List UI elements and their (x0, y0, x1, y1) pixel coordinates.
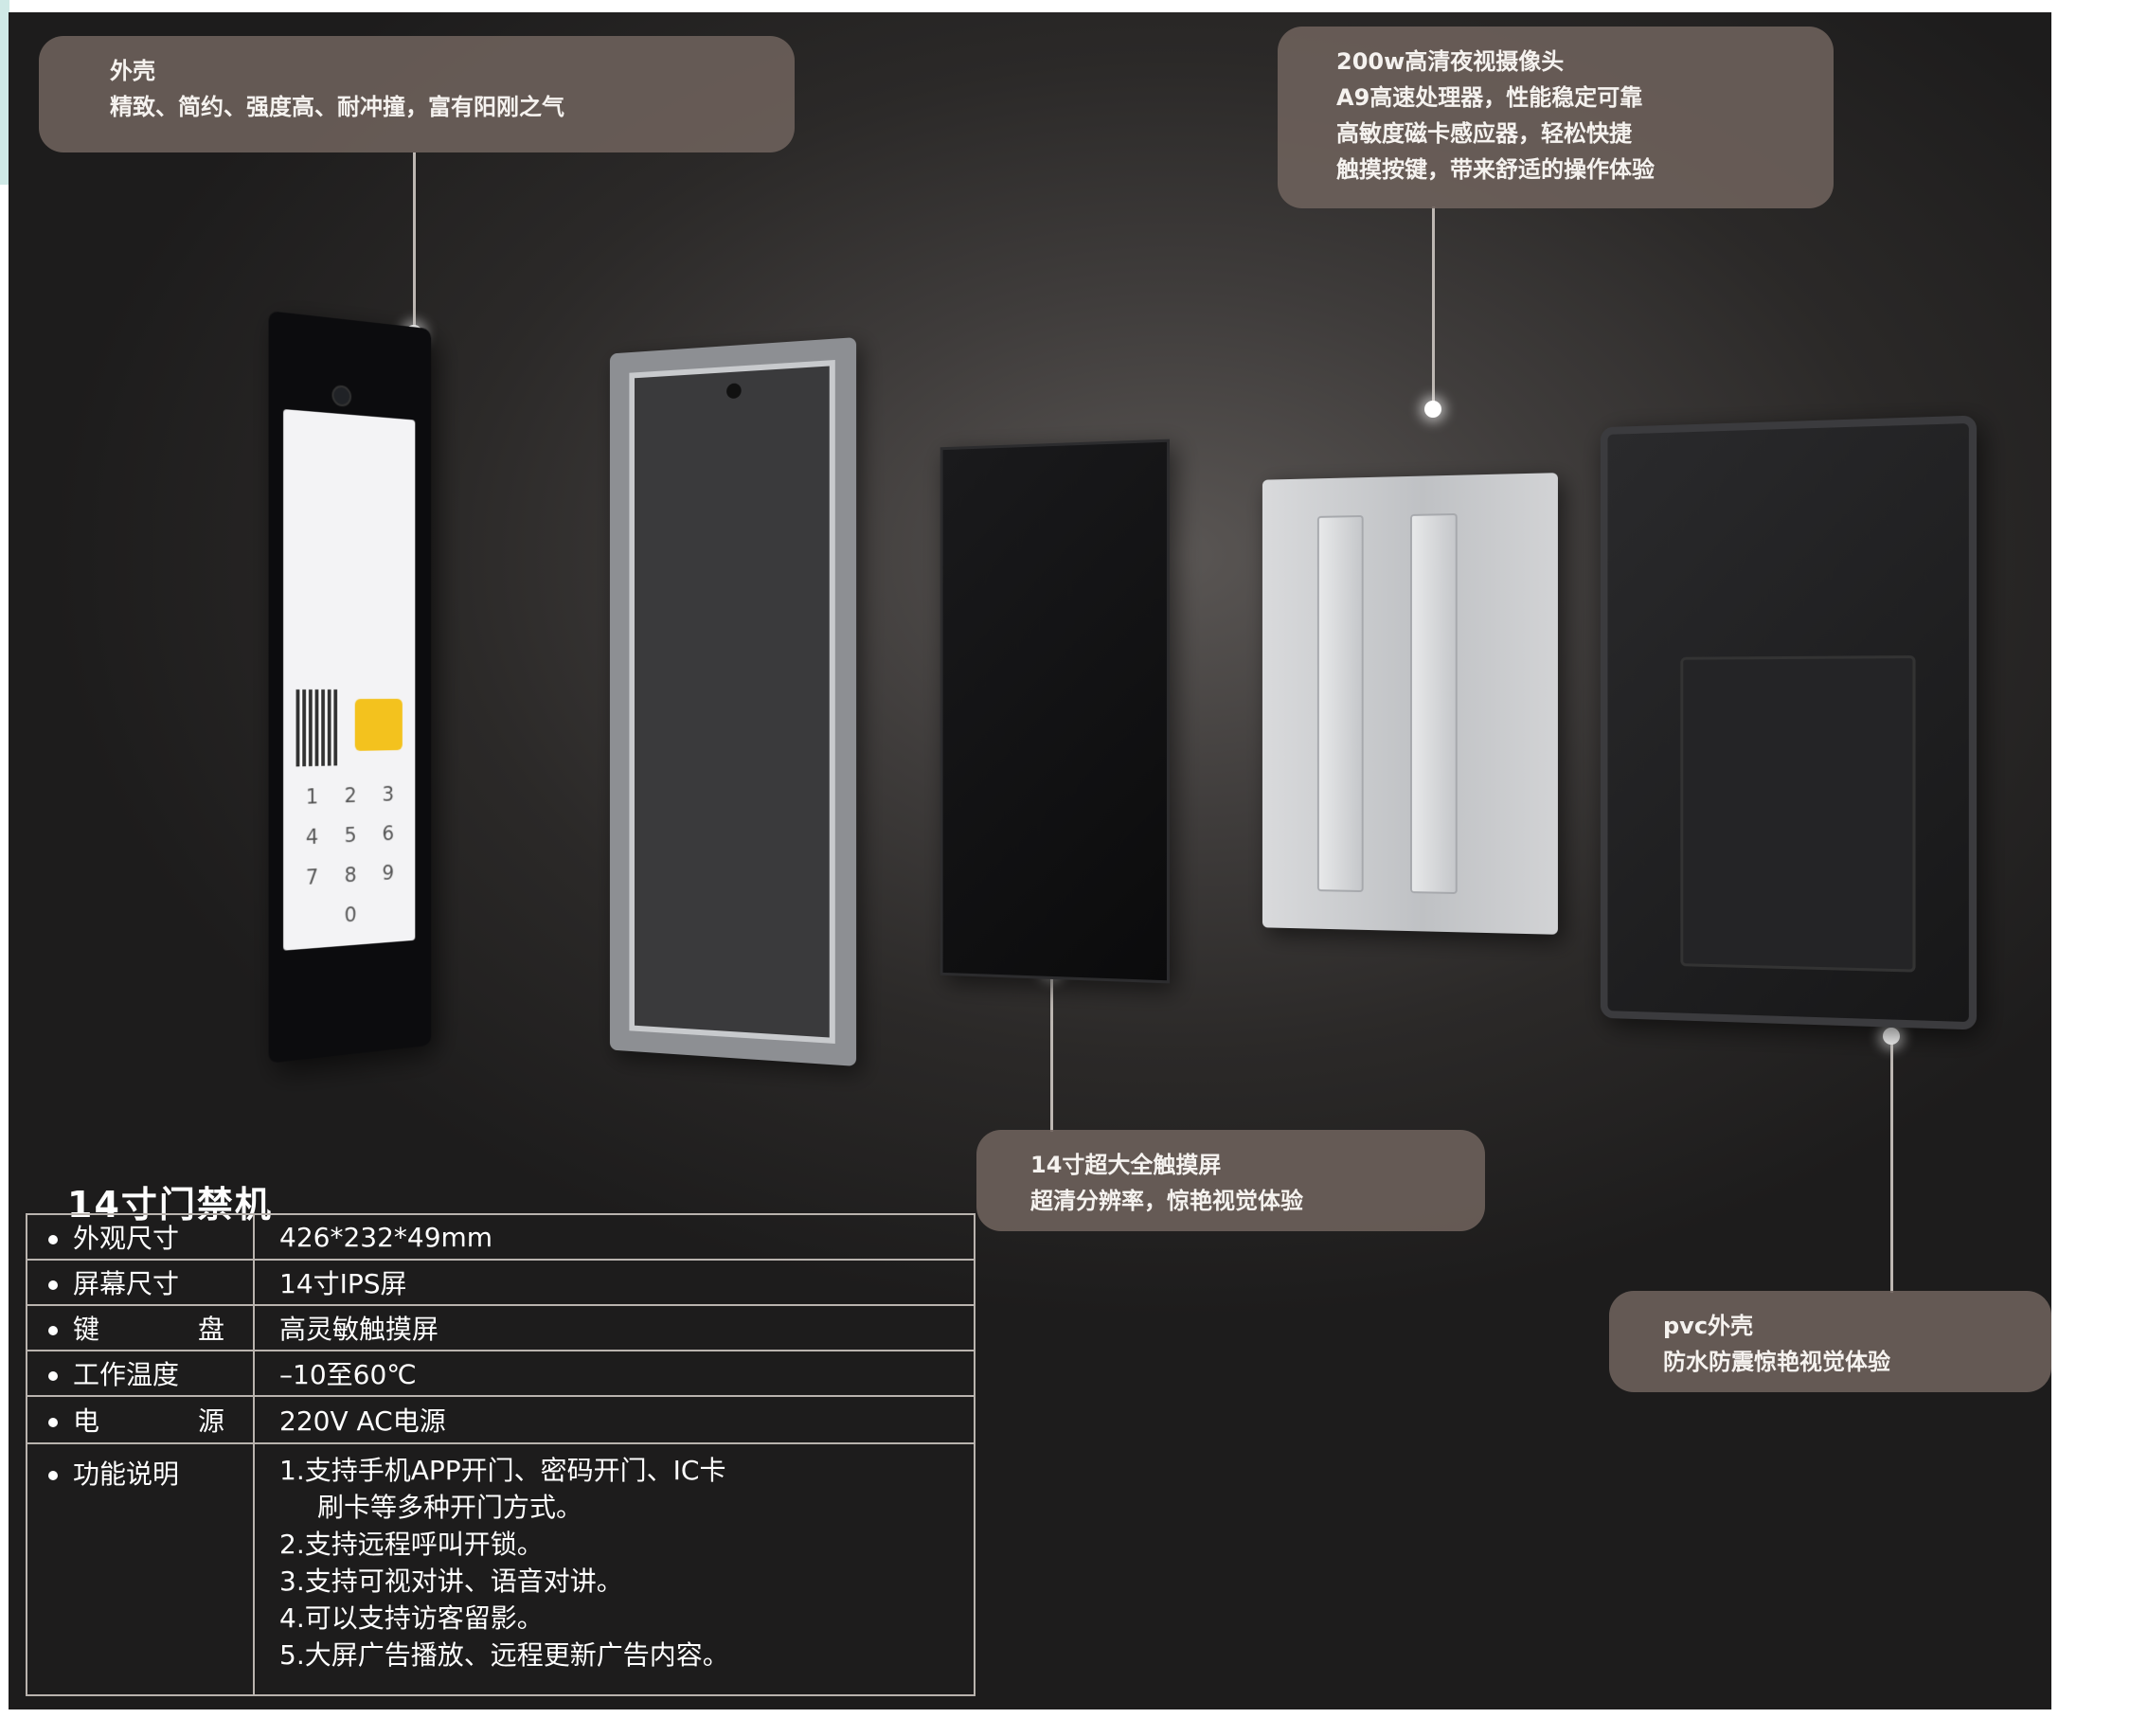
processor-callout-line: A9高速处理器，性能稳定可靠 (1336, 84, 1643, 111)
camera-connector-line (1432, 206, 1435, 405)
spec-row-functions: 功能说明 1.支持手机APP开门、密码开门、IC卡 刷卡等多种开门方式。 2.支… (26, 1442, 976, 1696)
function-item-continued: 刷卡等多种开门方式。 (317, 1492, 583, 1523)
keypad-key: 4 (305, 825, 319, 850)
screen-callout: 14寸超大全触摸屏 超清分辨率，惊艳视觉体验 (976, 1130, 1485, 1231)
keypad-key: 7 (305, 865, 319, 890)
plate-slot-left (1316, 514, 1364, 893)
lcd-screen-image (940, 438, 1171, 984)
bullet-icon (48, 1471, 58, 1480)
screen-callout-text: 超清分辨率，惊艳视觉体验 (1030, 1188, 1303, 1214)
pvc-callout-title: pvc外壳 (1663, 1313, 1754, 1339)
keypad-key: 1 (305, 785, 319, 810)
shell-connector-line (413, 152, 416, 332)
function-list: 1.支持手机APP开门、密码开门、IC卡 刷卡等多种开门方式。 2.支持远程呼叫… (253, 1442, 976, 1696)
pvc-callout-text: 防水防震惊艳视觉体验 (1663, 1349, 1890, 1375)
frame-camera-hole (726, 383, 742, 400)
screen-keypad: 1 2 3 4 5 6 7 8 9 0 (293, 782, 407, 940)
pvc-callout: pvc外壳 防水防震惊艳视觉体验 (1609, 1291, 2051, 1392)
keypad-key (293, 904, 331, 940)
spec-value: 14寸IPS屏 (253, 1259, 976, 1306)
spec-value: –10至60℃ (253, 1350, 976, 1397)
spec-row-temperature: 工作温度 –10至60℃ (26, 1350, 976, 1397)
spec-row-size: 外观尺寸 426*232*49mm (26, 1213, 976, 1261)
back-shell-compartment (1680, 655, 1916, 973)
keypad-key (369, 900, 406, 934)
spec-label: 键盘 (73, 1314, 224, 1345)
pvc-back-shell-image (1600, 415, 1978, 1030)
spec-value: 高灵敏触摸屏 (253, 1304, 976, 1351)
mainboard-plate-image (1262, 473, 1558, 935)
front-camera-lens (331, 385, 352, 407)
front-touch-screen: 1 2 3 4 5 6 7 8 9 0 (283, 408, 416, 951)
keypad-key: 5 (344, 823, 357, 849)
bullet-icon (48, 1280, 58, 1290)
page-edge-accent (0, 0, 9, 185)
metal-frame-image (609, 337, 857, 1066)
keypad-key: 9 (382, 861, 395, 886)
shell-callout-title: 外壳 (110, 58, 155, 84)
function-item: 3.支持可视对讲、语音对讲。 (279, 1566, 623, 1597)
keypad-key: 2 (344, 783, 357, 809)
spec-row-keyboard: 键盘 高灵敏触摸屏 (26, 1304, 976, 1351)
spec-label: 外观尺寸 (73, 1223, 180, 1254)
spec-label: 屏幕尺寸 (73, 1268, 180, 1299)
spec-row-power: 电源 220V AC电源 (26, 1395, 976, 1444)
keypad-key: 3 (382, 782, 395, 807)
screen-callout-title: 14寸超大全触摸屏 (1030, 1152, 1222, 1178)
screen-connector-line (1050, 969, 1053, 1132)
function-item: 1.支持手机APP开门、密码开门、IC卡 (279, 1455, 726, 1486)
function-item: 5.大屏广告播放、远程更新广告内容。 (279, 1639, 729, 1671)
keypad-key: 8 (344, 863, 357, 888)
bullet-icon (48, 1418, 58, 1427)
front-panel-image: 1 2 3 4 5 6 7 8 9 0 (268, 311, 432, 1064)
camera-connector-dot (1424, 401, 1441, 418)
shell-callout: 外壳 精致、简约、强度高、耐冲撞，富有阳刚之气 (39, 36, 795, 152)
bullet-icon (48, 1235, 58, 1244)
pvc-connector-dot (1883, 1028, 1900, 1045)
keypad-key: 6 (382, 822, 395, 847)
spec-value: 220V AC电源 (253, 1395, 976, 1444)
card-graphic (354, 698, 403, 751)
spec-row-screen: 屏幕尺寸 14寸IPS屏 (26, 1259, 976, 1306)
pvc-connector-line (1890, 1037, 1893, 1293)
card-sensor-callout-line: 高敏度磁卡感应器，轻松快捷 (1336, 120, 1632, 147)
keypad-key: 0 (344, 903, 357, 928)
product-poster: 外壳 精致、简约、强度高、耐冲撞，富有阳刚之气 200w高清夜视摄像头 A9高速… (9, 12, 2051, 1709)
plate-slot-right (1409, 512, 1458, 895)
spec-table: 外观尺寸 426*232*49mm 屏幕尺寸 14寸IPS屏 键盘 高灵敏触摸屏… (26, 1213, 976, 1696)
qr-code-graphic (295, 689, 340, 767)
function-item: 2.支持远程呼叫开锁。 (279, 1529, 544, 1560)
shell-callout-text: 精致、简约、强度高、耐冲撞，富有阳刚之气 (110, 94, 564, 120)
bullet-icon (48, 1326, 58, 1335)
touch-key-callout-line: 触摸按键，带来舒适的操作体验 (1336, 156, 1655, 183)
spec-label: 电源 (73, 1405, 224, 1437)
camera-callout-line: 200w高清夜视摄像头 (1336, 48, 1565, 75)
spec-label: 工作温度 (73, 1359, 180, 1390)
spec-value: 426*232*49mm (253, 1213, 976, 1261)
camera-callout: 200w高清夜视摄像头 A9高速处理器，性能稳定可靠 高敏度磁卡感应器，轻松快捷… (1278, 27, 1834, 208)
spec-label: 功能说明 (73, 1459, 180, 1490)
function-item: 4.可以支持访客留影。 (279, 1602, 544, 1634)
bullet-icon (48, 1371, 58, 1381)
